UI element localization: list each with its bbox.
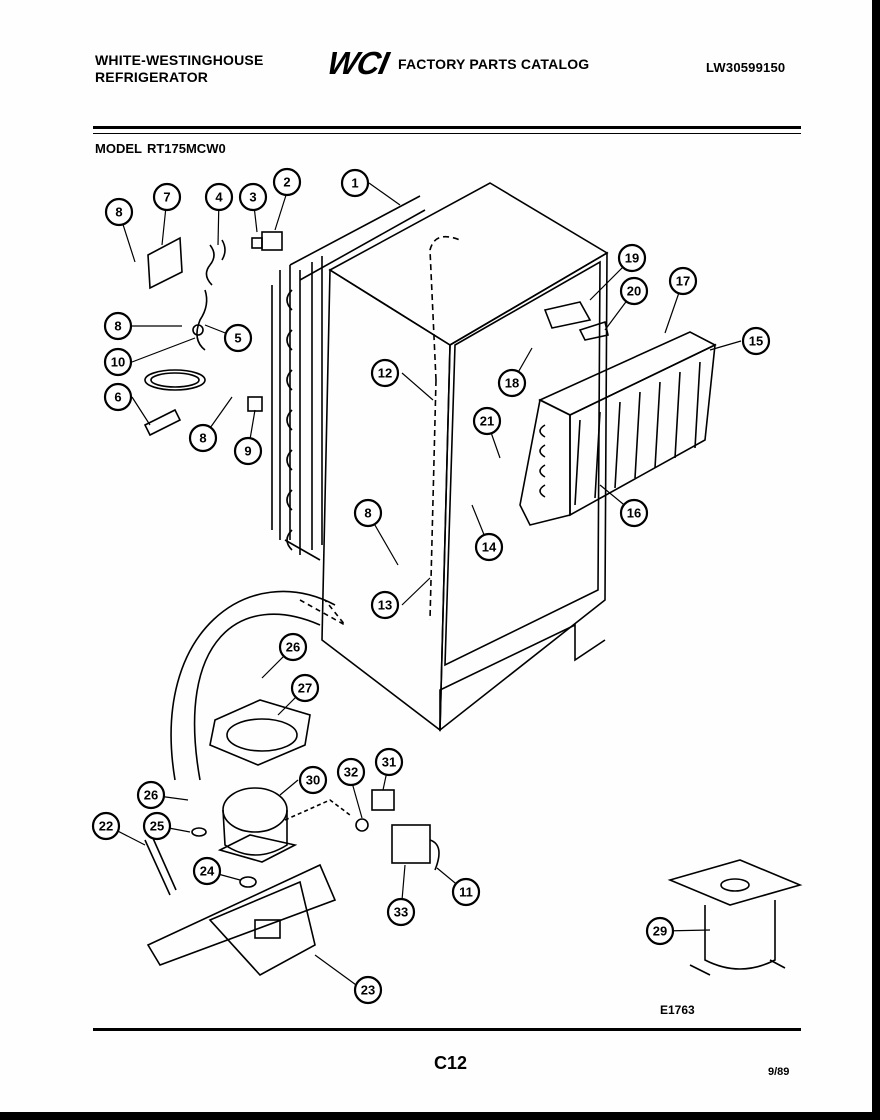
svg-text:18: 18 — [505, 376, 519, 391]
svg-text:29: 29 — [653, 924, 667, 939]
svg-text:4: 4 — [215, 190, 223, 205]
svg-text:8: 8 — [364, 506, 371, 521]
svg-text:8: 8 — [115, 205, 122, 220]
evaporator-drawing — [519, 301, 717, 526]
svg-text:20: 20 — [627, 284, 641, 299]
callout-24: 24 — [192, 856, 222, 886]
svg-text:33: 33 — [394, 905, 408, 920]
svg-text:9: 9 — [244, 444, 251, 459]
footer-rule — [93, 1028, 801, 1031]
svg-text:10: 10 — [111, 355, 125, 370]
svg-text:13: 13 — [378, 598, 392, 613]
svg-text:26: 26 — [286, 640, 300, 655]
callout-11: 11 — [451, 877, 481, 907]
callout-29: 29 — [645, 916, 675, 946]
page-number: C12 — [434, 1053, 468, 1073]
model-label: MODEL — [95, 141, 142, 156]
svg-text:15: 15 — [749, 334, 763, 349]
callout-13: 13 — [370, 590, 400, 620]
svg-text:30: 30 — [306, 773, 320, 788]
callout-26b: 26 — [278, 632, 308, 662]
svg-text:25: 25 — [150, 819, 164, 834]
document-number: LW30599150 — [706, 60, 786, 75]
svg-text:32: 32 — [344, 765, 358, 780]
callout-30: 30 — [298, 765, 328, 795]
print-date: 9/89 — [768, 1066, 790, 1078]
svg-text:8: 8 — [114, 319, 121, 334]
figure-code: E1763 — [660, 1003, 695, 1017]
callout-17: 17 — [668, 266, 698, 296]
callout-6: 6 — [103, 382, 133, 412]
callout-4: 4 — [204, 182, 234, 212]
callout-7: 7 — [152, 182, 182, 212]
svg-text:11: 11 — [459, 885, 473, 900]
callout-5: 5 — [223, 323, 253, 353]
svg-text:23: 23 — [361, 983, 375, 998]
svg-text:22: 22 — [99, 819, 113, 834]
callout-32: 32 — [336, 757, 366, 787]
svg-text:1: 1 — [351, 176, 358, 191]
callout-31: 31 — [374, 747, 404, 777]
cabinet-drawing — [170, 182, 609, 781]
header-rule-thick — [93, 126, 801, 129]
svg-text:6: 6 — [114, 390, 121, 405]
callout-8a: 8 — [104, 197, 134, 227]
svg-text:12: 12 — [378, 366, 392, 381]
callout-14: 14 — [474, 532, 504, 562]
small-parts-drawing — [143, 231, 283, 437]
callout-27: 27 — [290, 673, 320, 703]
callout-3: 3 — [238, 182, 268, 212]
svg-text:27: 27 — [298, 681, 312, 696]
callout-19: 19 — [617, 243, 647, 273]
svg-text:3: 3 — [249, 190, 256, 205]
callout-9: 9 — [233, 436, 263, 466]
product-type: REFRIGERATOR — [95, 69, 209, 85]
compressor-drawing — [144, 699, 440, 977]
callout-2: 2 — [272, 167, 302, 197]
callout-1: 1 — [340, 168, 370, 198]
svg-text:24: 24 — [200, 864, 215, 879]
svg-text:14: 14 — [482, 540, 497, 555]
callout-33: 33 — [386, 897, 416, 927]
callout-8c: 8 — [188, 423, 218, 453]
callout-25: 25 — [142, 811, 172, 841]
callout-18: 18 — [497, 368, 527, 398]
svg-text:2: 2 — [283, 175, 290, 190]
callout-10: 10 — [103, 347, 133, 377]
catalog-title: FACTORY PARTS CATALOG — [398, 56, 590, 72]
svg-text:31: 31 — [382, 755, 396, 770]
callout-26a: 26 — [136, 780, 166, 810]
callout-15: 15 — [741, 326, 771, 356]
svg-text:26: 26 — [144, 788, 158, 803]
svg-text:19: 19 — [625, 251, 639, 266]
svg-text:7: 7 — [163, 190, 170, 205]
callout-22: 22 — [91, 811, 121, 841]
svg-text:5: 5 — [234, 331, 241, 346]
inset-compressor-drawing — [667, 859, 803, 976]
header-rule-thin — [93, 133, 801, 134]
callout-8d: 8 — [353, 498, 383, 528]
brand-name: WHITE-WESTINGHOUSE — [95, 52, 264, 68]
callout-8b: 8 — [103, 311, 133, 341]
callout-21: 21 — [472, 406, 502, 436]
callout-20: 20 — [619, 276, 649, 306]
callout-12: 12 — [370, 358, 400, 388]
model-line: MODEL RT175MCW0 — [95, 141, 231, 156]
svg-text:16: 16 — [627, 506, 641, 521]
svg-text:21: 21 — [480, 414, 494, 429]
svg-text:17: 17 — [676, 274, 690, 289]
callout-16: 16 — [619, 498, 649, 528]
svg-text:8: 8 — [199, 431, 206, 446]
callout-23: 23 — [353, 975, 383, 1005]
model-number: RT175MCW0 — [146, 141, 226, 156]
